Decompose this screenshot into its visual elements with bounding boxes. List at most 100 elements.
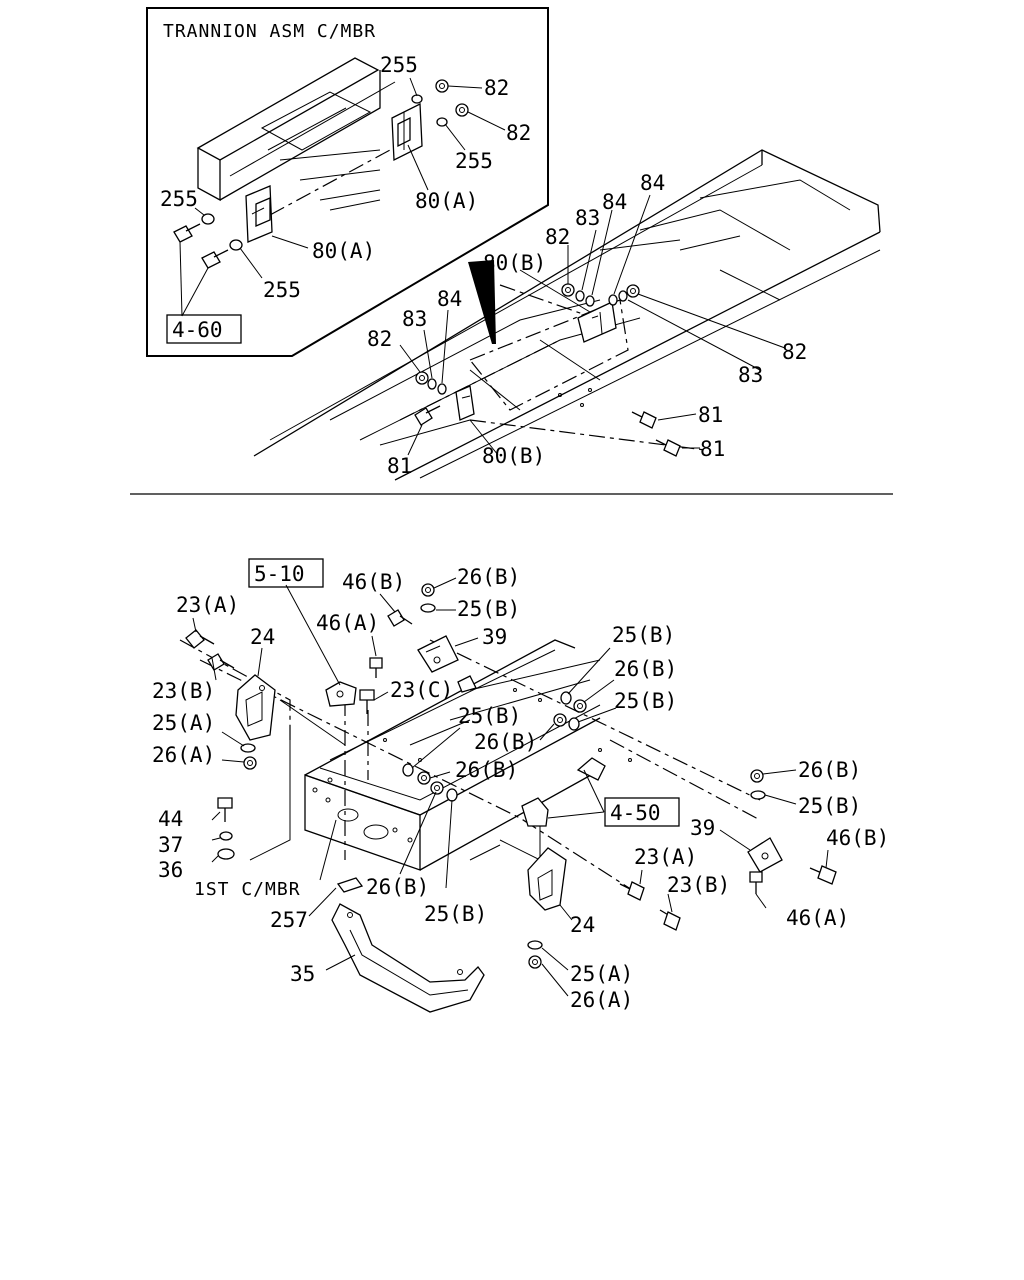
washer-37 (219, 831, 233, 841)
bolt-81-right-a (631, 411, 657, 429)
bottom-assembly: 5-10 4-50 1ST C/MBR 46(B) 26(B) 25(B) 23… (152, 558, 889, 1013)
label-46a-right: 46(A) (786, 906, 849, 930)
label-81-right-b: 81 (700, 437, 725, 461)
washer-25b-front (402, 763, 414, 777)
ref-box-4-50 (604, 797, 680, 827)
label-26b-center: 26(B) (474, 730, 537, 754)
label-26b-right: 26(B) (798, 758, 861, 782)
plate-257 (336, 877, 364, 893)
label-23a-left: 23(A) (176, 593, 239, 617)
label-23c: 23(C) (390, 678, 453, 702)
label-39-right: 39 (690, 816, 715, 840)
label-1st-cmbr: 1ST C/MBR (194, 879, 301, 900)
inset-bracket-upper (391, 102, 423, 162)
nut-26b-mid (553, 713, 567, 727)
washer-84-upper (585, 295, 595, 307)
nut-26a-left (243, 756, 257, 770)
label-82-upper-left: 82 (545, 225, 570, 249)
top-leaders (399, 194, 786, 456)
label-81-left: 81 (387, 454, 412, 478)
bolt-23b-left (207, 653, 235, 671)
bracket-24-left (235, 674, 276, 741)
label-25a-bottom: 25(A) (570, 962, 633, 986)
label-25b-center: 25(B) (458, 704, 521, 728)
inset-label-80a-upper: 80(A) (415, 189, 478, 213)
washer-25b-lower (446, 788, 458, 802)
washer-83-lower (427, 378, 437, 390)
washer-83-upper-b (618, 290, 628, 302)
label-81-right-a: 81 (698, 403, 723, 427)
ref-box-4-60-label: 4-60 (172, 318, 223, 342)
label-46b-top: 46(B) (342, 570, 405, 594)
label-25b-lower: 25(B) (424, 902, 487, 926)
inset-washer-255-d (229, 239, 243, 251)
label-24-left: 24 (250, 625, 275, 649)
washer-25b-right (750, 790, 766, 800)
inset-label-255-mid: 255 (455, 149, 493, 173)
bolt-23a-right (619, 881, 645, 901)
inset-label-255-top: 255 (380, 53, 418, 77)
label-26b-top: 26(B) (457, 565, 520, 589)
top-assembly: TRANNION ASM C/MBR (146, 7, 881, 481)
label-83-upper: 83 (575, 206, 600, 230)
label-26a-bottom: 26(A) (570, 988, 633, 1012)
washer-84-lower (437, 383, 447, 395)
label-80b-upper: 80(B) (483, 251, 546, 275)
washer-36 (217, 848, 235, 860)
nut-26a-bottom (528, 955, 542, 969)
inset-title: TRANNION ASM C/MBR (163, 21, 376, 42)
inset-label-80a-lower: 80(A) (312, 239, 375, 263)
crossmember-35 (331, 903, 485, 1013)
nut-82-upper-right (626, 284, 640, 298)
mount-4-50 (521, 757, 606, 827)
label-25b-right-upper: 25(B) (612, 623, 675, 647)
bolt-46b-upper (387, 609, 413, 627)
bolt-23a-left (185, 629, 215, 649)
top-chassis-frame (253, 149, 881, 481)
bottom-chassis-frame (179, 639, 761, 896)
label-26b-lower: 26(B) (366, 875, 429, 899)
bolt-46b-right (809, 865, 837, 885)
bolt-81-right-b (655, 439, 681, 457)
washer-83-upper (575, 290, 585, 302)
bolt-23b-right (659, 909, 681, 931)
bolt-46a-upper (369, 657, 383, 678)
label-84-lower: 84 (437, 287, 462, 311)
nut-82-upper-left (561, 283, 575, 297)
washer-84-upper-b (608, 294, 618, 306)
label-37: 37 (158, 833, 183, 857)
label-82-lower: 82 (367, 327, 392, 351)
label-46b-right: 46(B) (826, 826, 889, 850)
inset-label-82-top: 82 (484, 76, 509, 100)
ref-box-4-50-label: 4-50 (610, 801, 661, 825)
bolt-23c (359, 689, 375, 714)
nut-26b-right (750, 769, 764, 783)
label-23a-right: 23(A) (634, 845, 697, 869)
label-83-lower: 83 (402, 307, 427, 331)
label-25b-right-mid: 25(B) (614, 689, 677, 713)
label-82-upper-right: 82 (782, 340, 807, 364)
mount-5-10 (325, 681, 357, 707)
inset-bracket-lower (245, 185, 273, 243)
washer-25b-right-upper (560, 691, 572, 705)
label-25b-top: 25(B) (457, 597, 520, 621)
nut-26b-right-upper (573, 699, 587, 713)
nut-26b-top (421, 583, 435, 597)
label-44: 44 (158, 807, 183, 831)
label-84-upper: 84 (602, 190, 627, 214)
label-26a-left: 26(A) (152, 743, 215, 767)
washer-25a-left (240, 743, 256, 753)
inset-bolt-b (201, 249, 229, 269)
bolt-46a-right (749, 871, 763, 894)
inset-leaders (179, 77, 506, 317)
ref-box-4-60 (166, 314, 242, 344)
bolt-81-left (414, 405, 441, 426)
inset-washer-255-c (201, 213, 215, 225)
bracket-80b-lower (455, 385, 475, 421)
inset-nut-82-b (455, 103, 469, 117)
label-23b-left: 23(B) (152, 679, 215, 703)
callout-wedge (468, 260, 496, 344)
label-26b-right-upper: 26(B) (614, 657, 677, 681)
bolt-44 (217, 797, 233, 822)
